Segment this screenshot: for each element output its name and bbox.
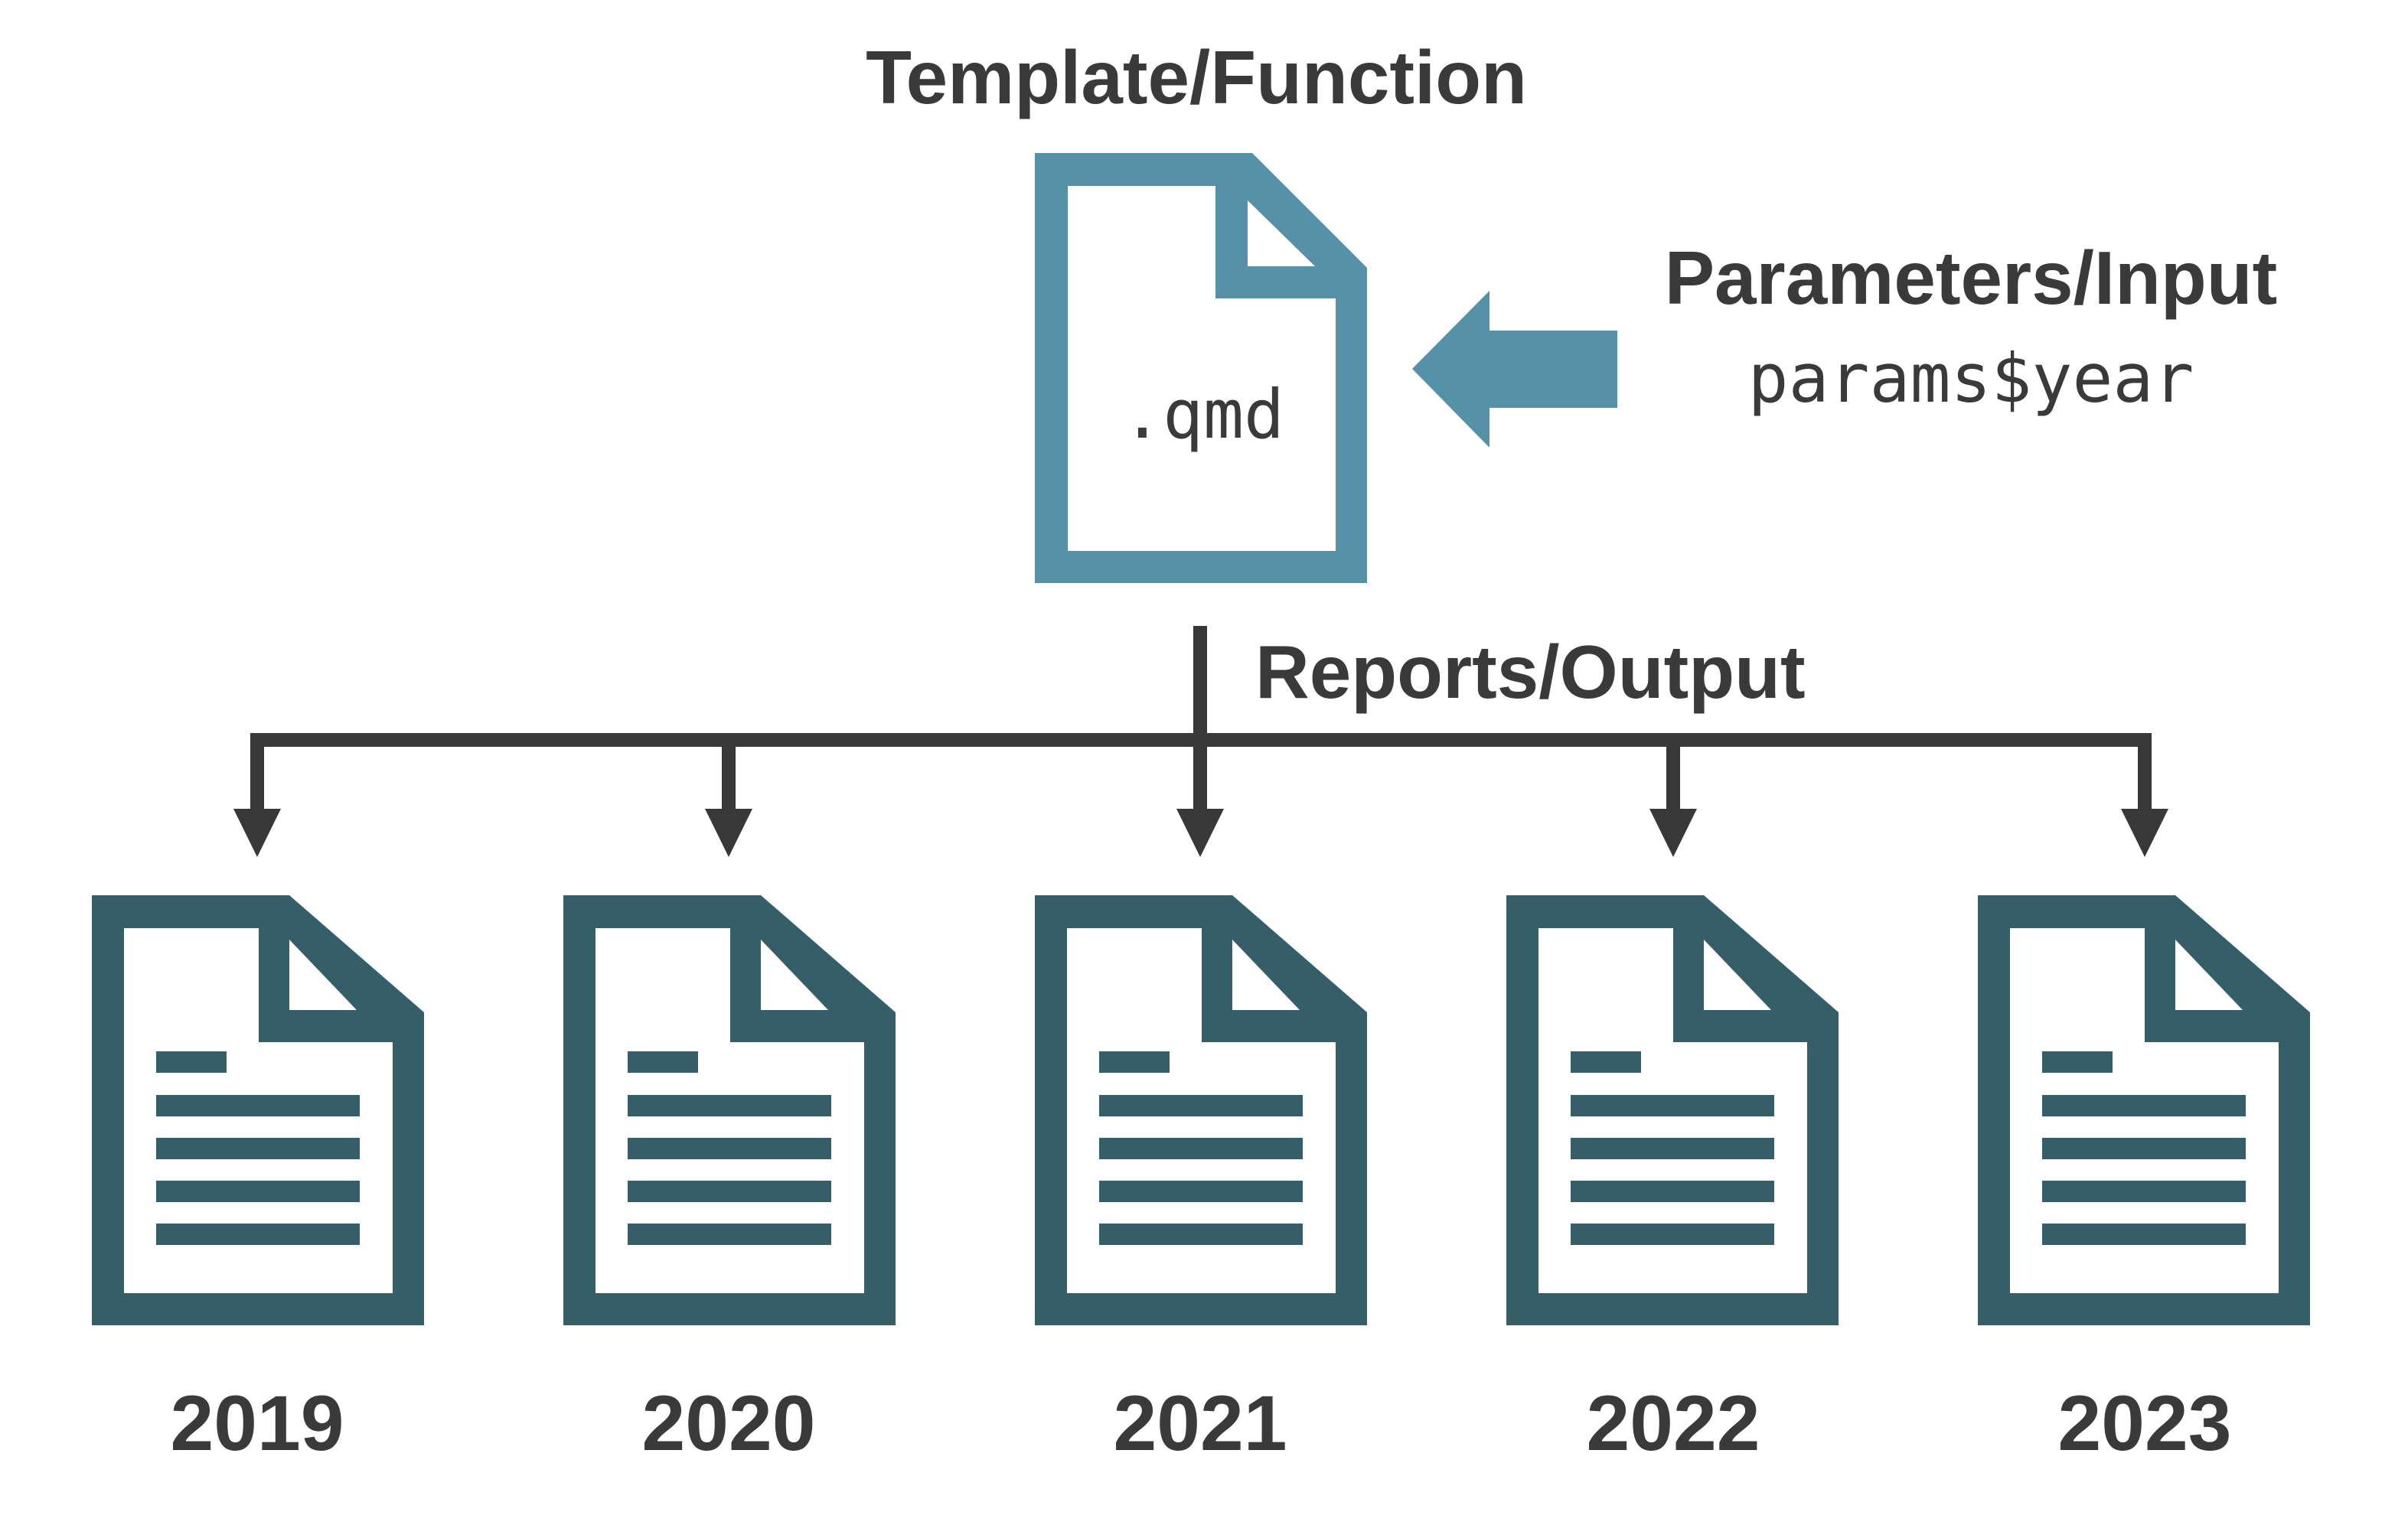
arrowhead-2019-icon [233,809,281,857]
arrowhead-2020-icon [705,809,752,857]
report-year-label: 2021 [1114,1380,1287,1467]
report-year-label: 2020 [642,1380,816,1467]
report-2021 [1035,895,1367,1325]
report-2020 [563,895,896,1325]
output-connector [250,626,2152,817]
template-title: Template/Function [866,35,1527,119]
parameters-title: Parameters/Input [1665,236,2278,320]
report-year-label: 2023 [2058,1380,2232,1467]
report-year-label: 2022 [1587,1380,1760,1467]
reports-title: Reports/Output [1255,630,1806,714]
template-file-extension: .qmd [1122,375,1284,454]
report-2022 [1506,895,1839,1325]
report-year-label: 2019 [171,1380,344,1467]
arrowhead-2022-icon [1649,809,1697,857]
input-arrow-icon [1412,291,1617,448]
output-arrowheads [233,809,2168,857]
template-file-icon [1035,153,1367,583]
parameters-code: params$year [1748,339,2194,418]
report-2023 [1978,895,2310,1325]
arrowhead-2021-icon [1176,809,1224,857]
report-2019 [92,895,424,1325]
arrowhead-2023-icon [2121,809,2168,857]
